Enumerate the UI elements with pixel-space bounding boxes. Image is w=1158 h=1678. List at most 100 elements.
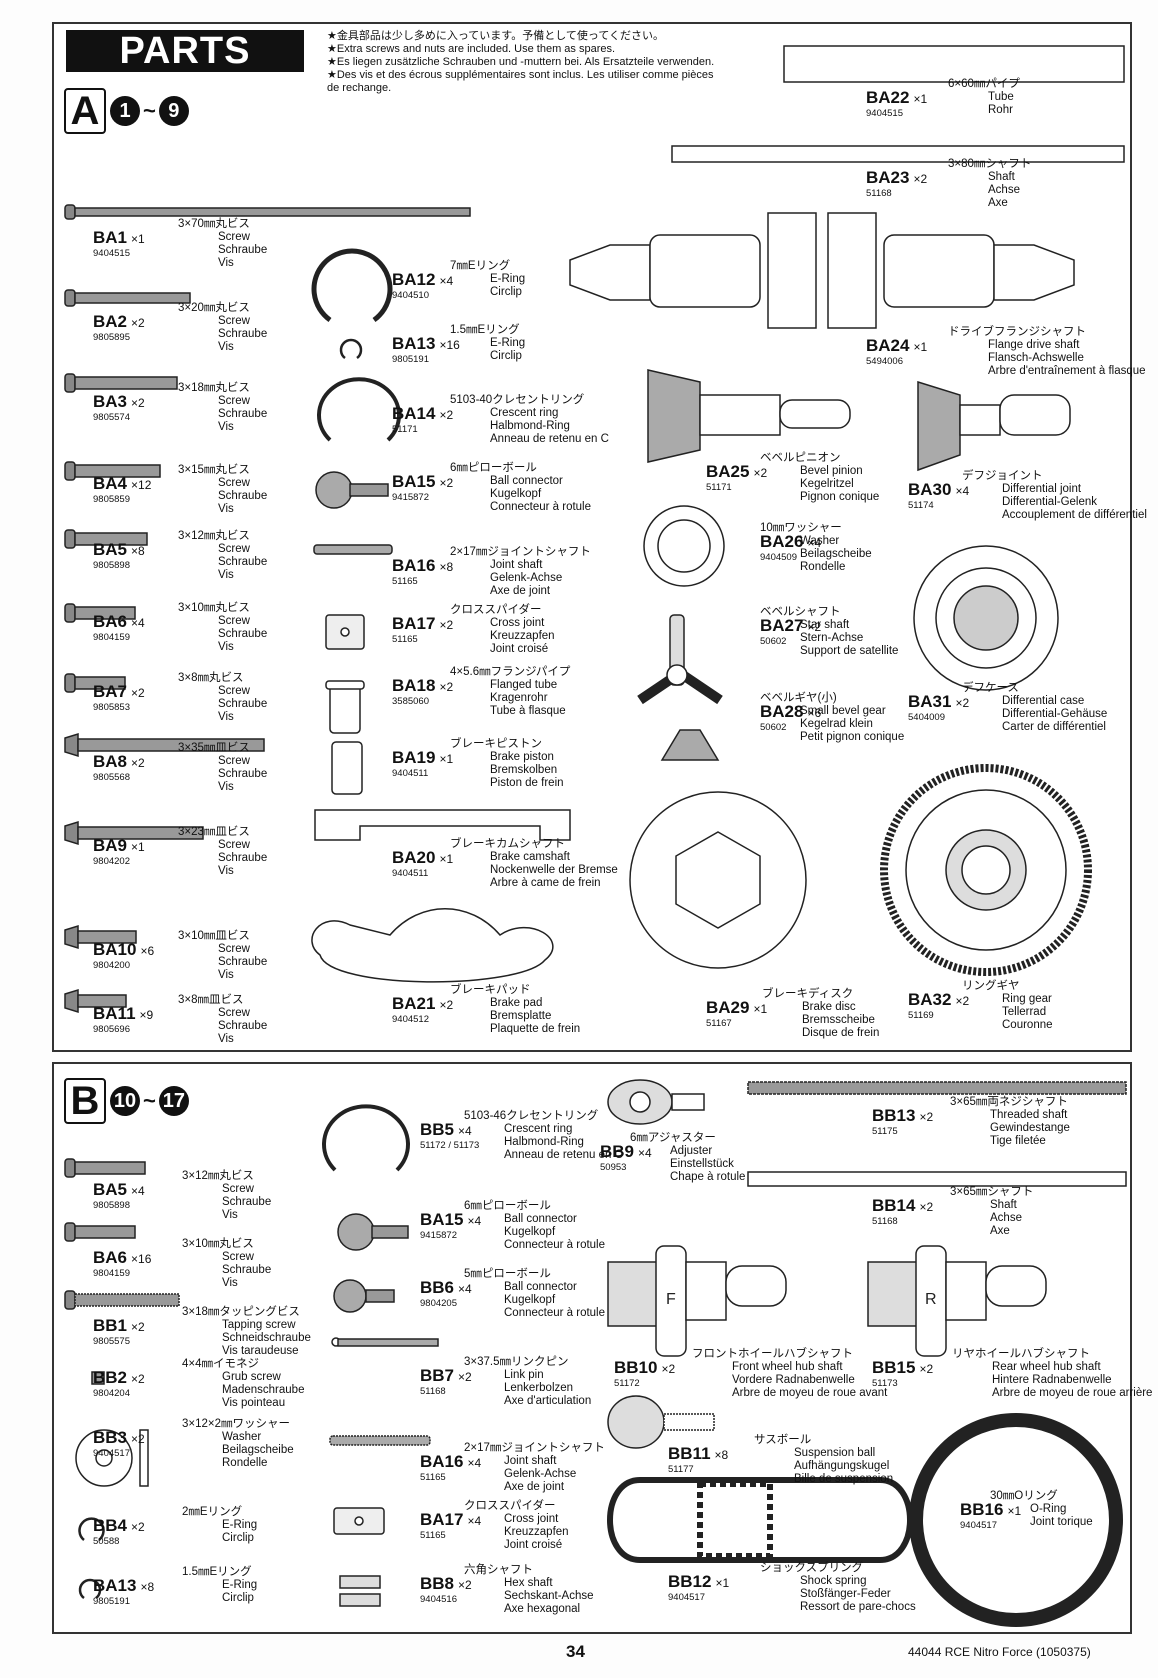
part-name-de: Beilagscheibe — [222, 1444, 294, 1456]
spare-parts-notes: ★金具部品は少し多めに入っています。予備として使ってください。 ★Extra s… — [327, 30, 722, 95]
part-quantity: ×4 — [467, 1456, 482, 1470]
part-name-fr: Couronne — [1002, 1019, 1053, 1031]
part-name-fr: Chape à rotule — [670, 1171, 746, 1183]
part-name-de: Circlip — [490, 286, 522, 298]
part-name-en: Small bevel gear — [800, 705, 886, 717]
part-name-de: Schraube — [218, 852, 268, 864]
part-name-ja: 7㎜Eリング — [450, 260, 511, 272]
part-code: BA24 — [866, 336, 910, 355]
part-name-ja: 3×8㎜丸ビス — [178, 672, 244, 684]
part-name-de: Aufhängungskugel — [794, 1460, 890, 1472]
part-code: BB13 — [872, 1106, 916, 1125]
part-name-de: Madenschraube — [222, 1384, 305, 1396]
part-name-fr: Disque de frein — [802, 1027, 880, 1039]
part-name-en: E-Ring — [490, 337, 526, 349]
part-name-fr: Vis — [218, 1033, 234, 1045]
part-quantity: ×4 — [458, 1124, 472, 1138]
part-code: BA15 — [392, 472, 436, 491]
part-quantity: ×4 — [439, 274, 454, 288]
part-name-en: Flange drive shaft — [988, 339, 1080, 351]
e-ring-15mm-b-icon — [78, 1578, 102, 1599]
part-code: BA10 — [93, 940, 137, 959]
part-name-fr: Accouplement de différentiel — [1002, 509, 1147, 521]
part-number: 51177 — [668, 1464, 694, 1475]
part-quantity: ×2 — [439, 476, 454, 490]
part-quantity: ×2 — [955, 994, 970, 1008]
part-code: BB2 — [93, 1368, 128, 1387]
differential-case-icon — [913, 545, 1059, 691]
screw-ba9-icon — [64, 820, 204, 846]
part-number: 9805898 — [93, 560, 130, 571]
step-start: 1 — [110, 96, 140, 126]
part-name-de: Lenkerbolzen — [504, 1382, 574, 1394]
part-name-fr: Axe hexagonal — [504, 1603, 581, 1615]
link-pin-icon — [331, 1337, 439, 1347]
part-name-ja: 3×35㎜皿ビス — [178, 742, 250, 754]
part-number: 51172 / 51173 — [420, 1140, 480, 1151]
part-code: BB5 — [420, 1120, 455, 1139]
ball-connector-5mm-icon — [333, 1279, 395, 1313]
ball-connector-6mm-b-icon — [337, 1213, 409, 1251]
part-name-en: Screw — [222, 1251, 254, 1263]
joint-shaft-b-icon — [329, 1435, 431, 1446]
part-name-ja: 6㎜アジャスター — [630, 1132, 716, 1144]
part-name-ja: 5㎜ピローボール — [464, 1268, 551, 1280]
part-name-de: Tellerrad — [1002, 1006, 1047, 1018]
part-name-ja: ベベルギヤ(小) — [760, 692, 837, 704]
grub-screw-icon — [91, 1371, 105, 1385]
part-code: BA27 — [760, 616, 804, 635]
part-name-de: Kugelkopf — [504, 1294, 556, 1306]
part-name-ja: デフジョイント — [962, 470, 1043, 482]
part-quantity: ×2 — [439, 618, 454, 632]
part-number: 9804202 — [93, 856, 130, 867]
part-number: 51165 — [392, 634, 418, 645]
part-name-en: Flanged tube — [490, 679, 558, 691]
part-quantity: ×1 — [439, 852, 454, 866]
screw-ba4-icon — [64, 461, 161, 481]
part-name-en: Ball connector — [504, 1213, 577, 1225]
part-name-de: Sechskant-Achse — [504, 1590, 594, 1602]
part-name-ja: 4×4㎜イモネジ — [182, 1358, 260, 1370]
part-number: 51172 — [614, 1378, 640, 1389]
screw-ba6-b-icon — [64, 1222, 136, 1242]
part-code: BA7 — [93, 682, 128, 701]
part-code: BA5 — [93, 1180, 128, 1199]
ball-connector-6mm-icon — [315, 471, 389, 509]
adjuster-icon — [607, 1079, 705, 1125]
part-name-ja: 3×10㎜丸ビス — [182, 1238, 254, 1250]
part-code: BA8 — [93, 752, 128, 771]
part-name-de: Joint torique — [1030, 1516, 1093, 1528]
part-name-ja: 4×5.6㎜フランジパイプ — [450, 666, 571, 678]
part-name-de: Schraube — [218, 768, 268, 780]
part-code: BB10 — [614, 1358, 658, 1377]
part-name-ja: 3×8㎜皿ビス — [178, 994, 244, 1006]
part-number: 9804159 — [93, 1268, 130, 1279]
part-name-en: Threaded shaft — [990, 1109, 1068, 1121]
hub-rear-label: R — [925, 1291, 937, 1308]
part-quantity: ×2 — [919, 1110, 934, 1124]
part-name-de: Kugelkopf — [490, 488, 542, 500]
parts-title: PARTS — [66, 30, 304, 72]
part-name-fr: Vis — [218, 781, 234, 793]
part-quantity: ×4 — [807, 536, 822, 550]
